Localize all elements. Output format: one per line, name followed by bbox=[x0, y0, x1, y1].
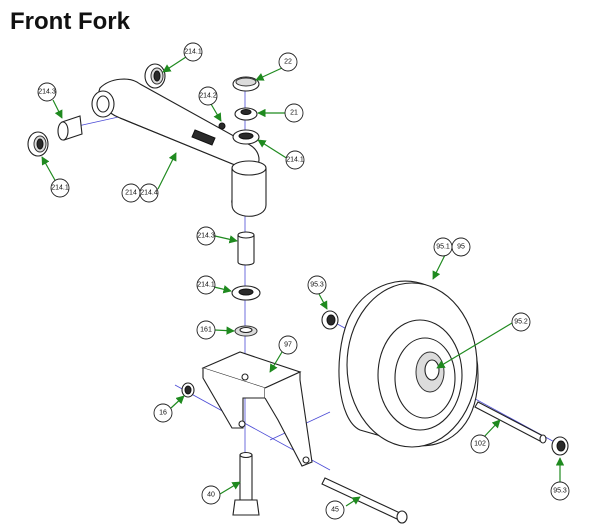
grease-fitting-part bbox=[218, 122, 226, 130]
svg-text:40: 40 bbox=[207, 492, 215, 499]
spacer-part bbox=[551, 436, 569, 456]
svg-text:95.3: 95.3 bbox=[310, 282, 324, 289]
svg-text:95: 95 bbox=[457, 244, 465, 251]
washer-part bbox=[234, 325, 258, 337]
axle-bolt-part bbox=[321, 477, 408, 524]
svg-text:214.3: 214.3 bbox=[38, 89, 56, 96]
svg-text:161: 161 bbox=[200, 327, 212, 334]
svg-text:214.1: 214.1 bbox=[286, 157, 304, 164]
fork-bracket-part bbox=[201, 351, 313, 467]
callout-214-1-top: 214.1 bbox=[183, 42, 203, 62]
svg-text:214.4: 214.4 bbox=[140, 190, 158, 197]
svg-text:45: 45 bbox=[331, 507, 339, 514]
svg-text:95.1: 95.1 bbox=[436, 244, 450, 251]
callout-21: 21 bbox=[284, 103, 304, 123]
bearing-part bbox=[232, 129, 260, 145]
bearing-part bbox=[144, 63, 166, 89]
svg-text:95.3: 95.3 bbox=[553, 488, 567, 495]
spacer-part bbox=[321, 310, 339, 330]
callout-214-1-low: 214.1 bbox=[196, 275, 216, 295]
svg-text:97: 97 bbox=[284, 342, 292, 349]
callout-214: 214 bbox=[121, 183, 141, 203]
callout-214-1-left: 214.1 bbox=[50, 178, 70, 198]
svg-text:214.3: 214.3 bbox=[197, 233, 215, 240]
svg-text:16: 16 bbox=[159, 410, 167, 417]
callout-161: 161 bbox=[196, 320, 216, 340]
svg-text:214: 214 bbox=[125, 190, 137, 197]
leader-lines bbox=[41, 56, 565, 507]
bearing-part bbox=[231, 285, 261, 301]
svg-text:21: 21 bbox=[290, 110, 298, 117]
nut-part bbox=[181, 382, 195, 398]
callout-95: 95 bbox=[451, 237, 471, 257]
callout-40: 40 bbox=[201, 485, 221, 505]
bushing-part bbox=[57, 115, 83, 141]
callout-214-2: 214.2 bbox=[198, 86, 218, 106]
svg-text:102: 102 bbox=[474, 441, 486, 448]
svg-text:22: 22 bbox=[284, 59, 292, 66]
bolt-part bbox=[232, 451, 260, 516]
callout-95-1: 95.1 bbox=[433, 237, 453, 257]
svg-text:214.1: 214.1 bbox=[197, 282, 215, 289]
callout-95-3-bottom: 95.3 bbox=[550, 481, 570, 501]
callout-95-2: 95.2 bbox=[511, 312, 531, 332]
tire-wheel-part bbox=[338, 280, 479, 448]
nut-part bbox=[234, 107, 258, 121]
bearing-part bbox=[27, 131, 49, 157]
svg-text:214.2: 214.2 bbox=[199, 93, 217, 100]
bushing-part bbox=[237, 231, 255, 266]
callout-102: 102 bbox=[470, 434, 490, 454]
callout-22: 22 bbox=[278, 52, 298, 72]
svg-text:214.1: 214.1 bbox=[184, 49, 202, 56]
callout-214-1-mid: 214.1 bbox=[285, 150, 305, 170]
axle-part bbox=[474, 401, 547, 444]
callout-214-3-left: 214.3 bbox=[37, 82, 57, 102]
callout-97: 97 bbox=[278, 335, 298, 355]
svg-text:214.1: 214.1 bbox=[51, 185, 69, 192]
callout-16: 16 bbox=[153, 403, 173, 423]
callout-95-3-top: 95.3 bbox=[307, 275, 327, 295]
callout-214-3-mid: 214.3 bbox=[196, 226, 216, 246]
page-title: Front Fork bbox=[10, 8, 130, 35]
dust-cap-part bbox=[232, 76, 260, 92]
callout-45: 45 bbox=[325, 500, 345, 520]
callout-214-4: 214.4 bbox=[139, 183, 159, 203]
svg-text:95.2: 95.2 bbox=[514, 319, 528, 326]
fork-arm-part bbox=[91, 78, 267, 217]
